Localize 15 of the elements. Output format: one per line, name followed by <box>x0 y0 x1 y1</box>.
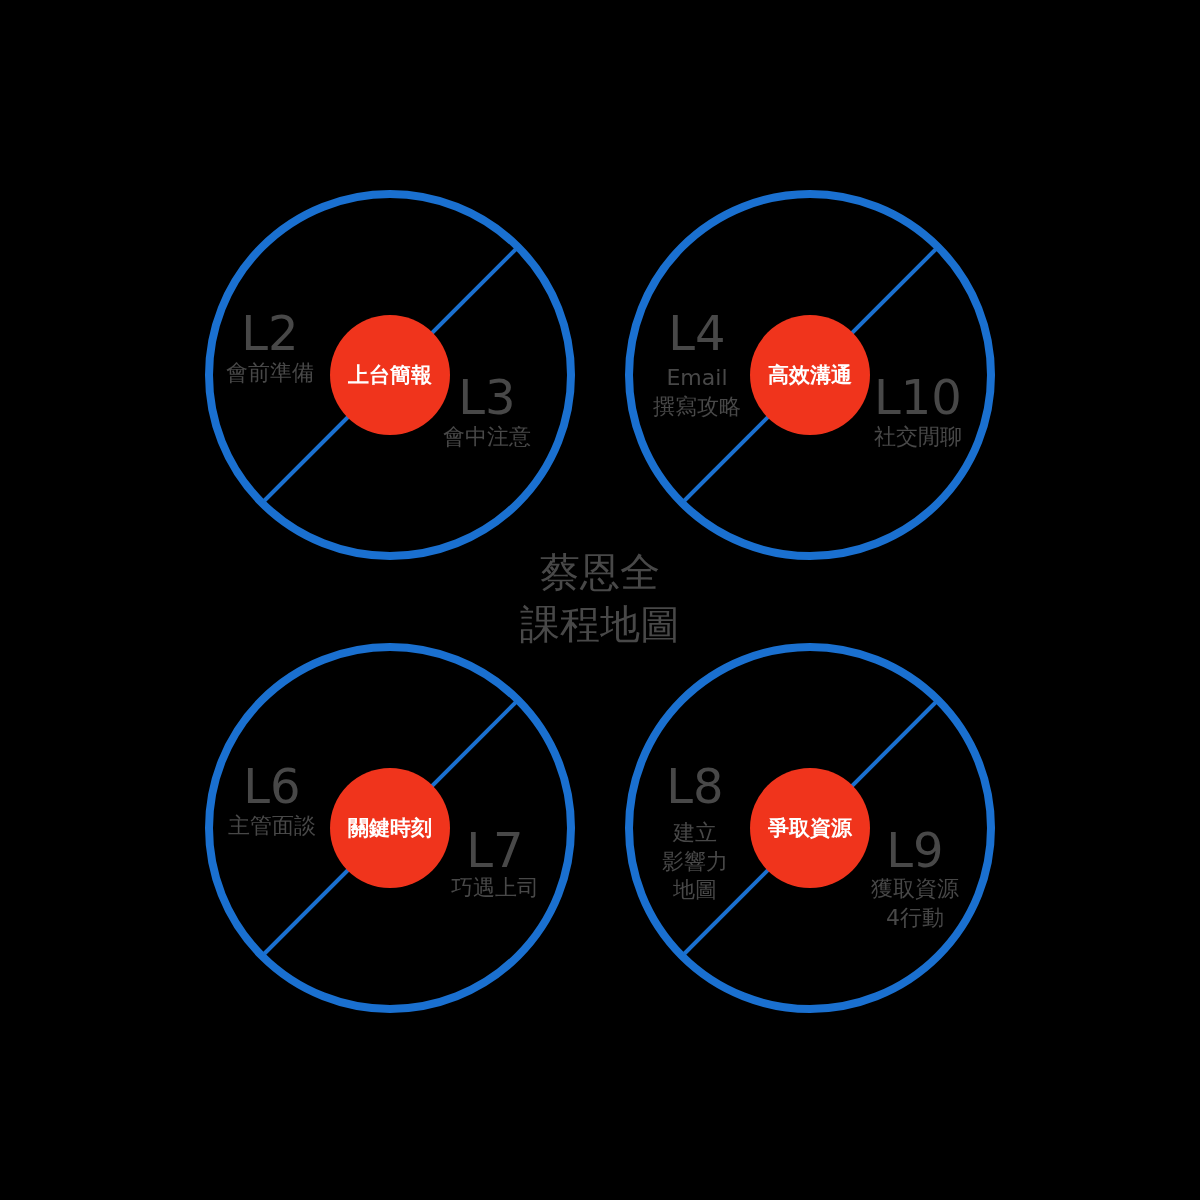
lesson-code: L10 <box>874 367 962 425</box>
topic-circle: 關鍵時刻 <box>330 768 450 888</box>
lesson-code: L3 <box>458 367 516 425</box>
map-title: 蔡恩全課程地圖 <box>520 548 680 649</box>
topic-circle: 爭取資源 <box>750 768 870 888</box>
topic-circle: 高效溝通 <box>750 315 870 435</box>
lesson-code: L9 <box>886 820 944 878</box>
lesson-code: L8 <box>666 756 724 816</box>
lesson-code: L6 <box>243 756 301 814</box>
lesson-title: 社交閒聊 <box>874 422 962 451</box>
lesson-code: L4 <box>668 303 726 363</box>
lesson-title: 建立影響力地圖 <box>662 819 728 905</box>
lesson-title: 主管面談 <box>228 811 316 840</box>
lesson-title: 獲取資源4行動 <box>871 875 959 932</box>
lesson-title: Email撰寫攻略 <box>653 364 741 421</box>
